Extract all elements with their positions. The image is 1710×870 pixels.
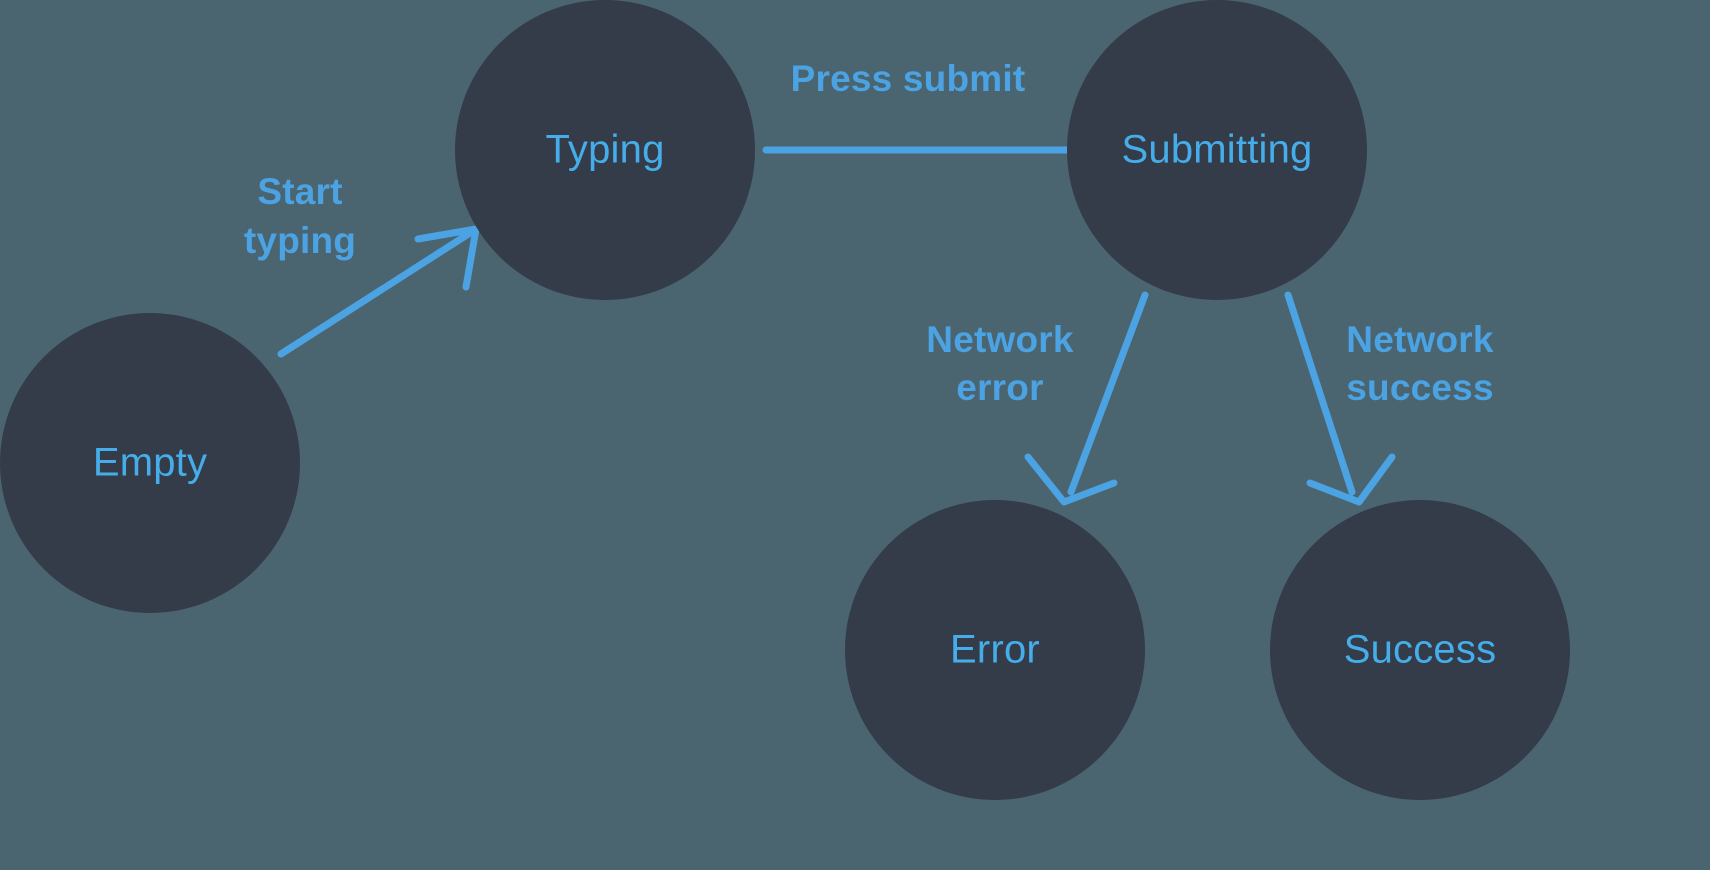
arrowhead-submitting-to-success [1306,453,1396,506]
node-label-typing: Typing [545,128,664,172]
edge-label-typing-to-submitting-line-1: Press submit [791,58,1026,99]
state-node-typing[interactable]: Typing [455,0,755,300]
node-shape-success [1270,500,1570,800]
state-node-error[interactable]: Error [845,500,1145,800]
arrowhead-submitting-to-error [1024,453,1118,506]
node-label-submitting: Submitting [1122,128,1313,172]
edge-label-empty-to-typing: Start typing [244,171,356,261]
edge-label-empty-to-typing-line-1: Start [257,171,342,212]
state-node-empty[interactable]: Empty [0,313,300,613]
edge-submitting-to-error[interactable] [1024,291,1149,506]
edge-label-submitting-to-error-line-2: error [956,367,1043,408]
node-label-success: Success [1344,628,1497,672]
node-label-empty: Empty [93,441,207,485]
edge-label-empty-to-typing-line-2: typing [244,220,356,261]
edge-line-submitting-to-error [1067,291,1149,496]
node-shape-submitting [1067,0,1367,300]
node-shape-error [845,500,1145,800]
edge-label-submitting-to-success-line-2: success [1346,367,1493,408]
edge-label-submitting-to-success: Network success [1346,319,1494,408]
arrowhead-empty-to-typing [414,225,480,291]
state-node-submitting[interactable]: Submitting [1067,0,1367,300]
edge-empty-to-typing[interactable] [277,225,480,358]
edge-label-submitting-to-success-line-1: Network [1346,319,1494,360]
edge-line-submitting-to-success [1284,291,1356,496]
state-node-success[interactable]: Success [1270,500,1570,800]
edge-label-typing-to-submitting: Press submit [791,58,1026,99]
edge-submitting-to-success[interactable] [1284,291,1396,506]
node-shape-empty [0,313,300,613]
edge-label-submitting-to-error: Network error [926,319,1074,408]
edge-line-empty-to-typing [277,229,474,358]
edge-label-submitting-to-error-line-1: Network [926,319,1074,360]
node-label-error: Error [950,628,1040,672]
node-shape-typing [455,0,755,300]
